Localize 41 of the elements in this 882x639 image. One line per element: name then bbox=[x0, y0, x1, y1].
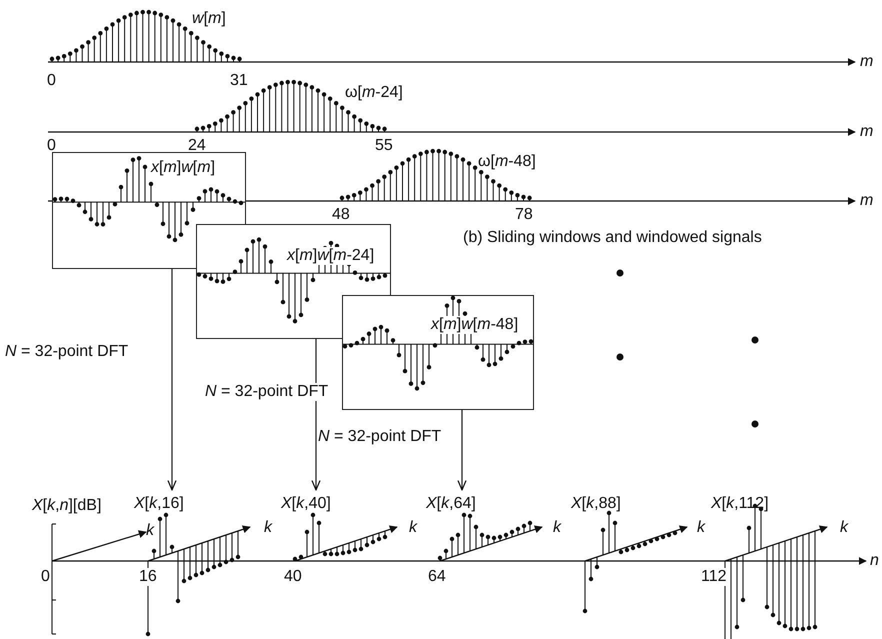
label: 55 bbox=[375, 137, 393, 155]
signal-panel bbox=[342, 295, 534, 410]
label: k bbox=[264, 519, 272, 537]
label: 24 bbox=[188, 137, 206, 155]
arrow bbox=[457, 410, 467, 491]
label: 31 bbox=[230, 72, 248, 90]
plot-label: x[m]w[m] bbox=[151, 159, 216, 177]
label: m bbox=[860, 192, 874, 210]
arrow bbox=[311, 339, 321, 491]
label: ω[m-24] bbox=[345, 84, 403, 102]
label: k bbox=[146, 522, 154, 540]
plot-label: x[m]w[m-48] bbox=[431, 316, 518, 334]
signal-panel bbox=[52, 152, 246, 269]
edge-label: N = 32-point DFT bbox=[318, 428, 442, 446]
label: ω[m-48] bbox=[478, 153, 536, 171]
label: 112 bbox=[700, 568, 728, 586]
plot-label: X[k,112] bbox=[711, 495, 769, 513]
label: n bbox=[870, 552, 879, 570]
label: (b) Sliding windows and windowed signals bbox=[463, 229, 762, 247]
label: k bbox=[409, 519, 417, 537]
label: m bbox=[860, 53, 874, 71]
signal-panel bbox=[196, 224, 391, 339]
label: m bbox=[860, 123, 874, 141]
label: w[m] bbox=[192, 10, 226, 28]
label: k bbox=[840, 519, 848, 537]
plot-label: X[k,40] bbox=[281, 495, 331, 513]
plot-label: X[k,16] bbox=[134, 495, 184, 513]
label: X[k,n][dB] bbox=[32, 497, 102, 515]
label: k bbox=[553, 519, 561, 537]
label: k bbox=[697, 519, 705, 537]
plot-label: x[m]w[m-24] bbox=[287, 247, 374, 265]
arrow bbox=[167, 269, 177, 491]
label: 16 bbox=[138, 568, 158, 586]
label: 0 bbox=[47, 72, 56, 90]
plot-label: X[k,88] bbox=[571, 495, 621, 513]
label: 0 bbox=[47, 137, 56, 155]
edge-label: N = 32-point DFT bbox=[5, 343, 128, 361]
label: 48 bbox=[332, 206, 350, 224]
plot-label: X[k,64] bbox=[426, 495, 476, 513]
edge-label: N = 32-point DFT bbox=[205, 383, 328, 401]
label: 78 bbox=[515, 206, 533, 224]
